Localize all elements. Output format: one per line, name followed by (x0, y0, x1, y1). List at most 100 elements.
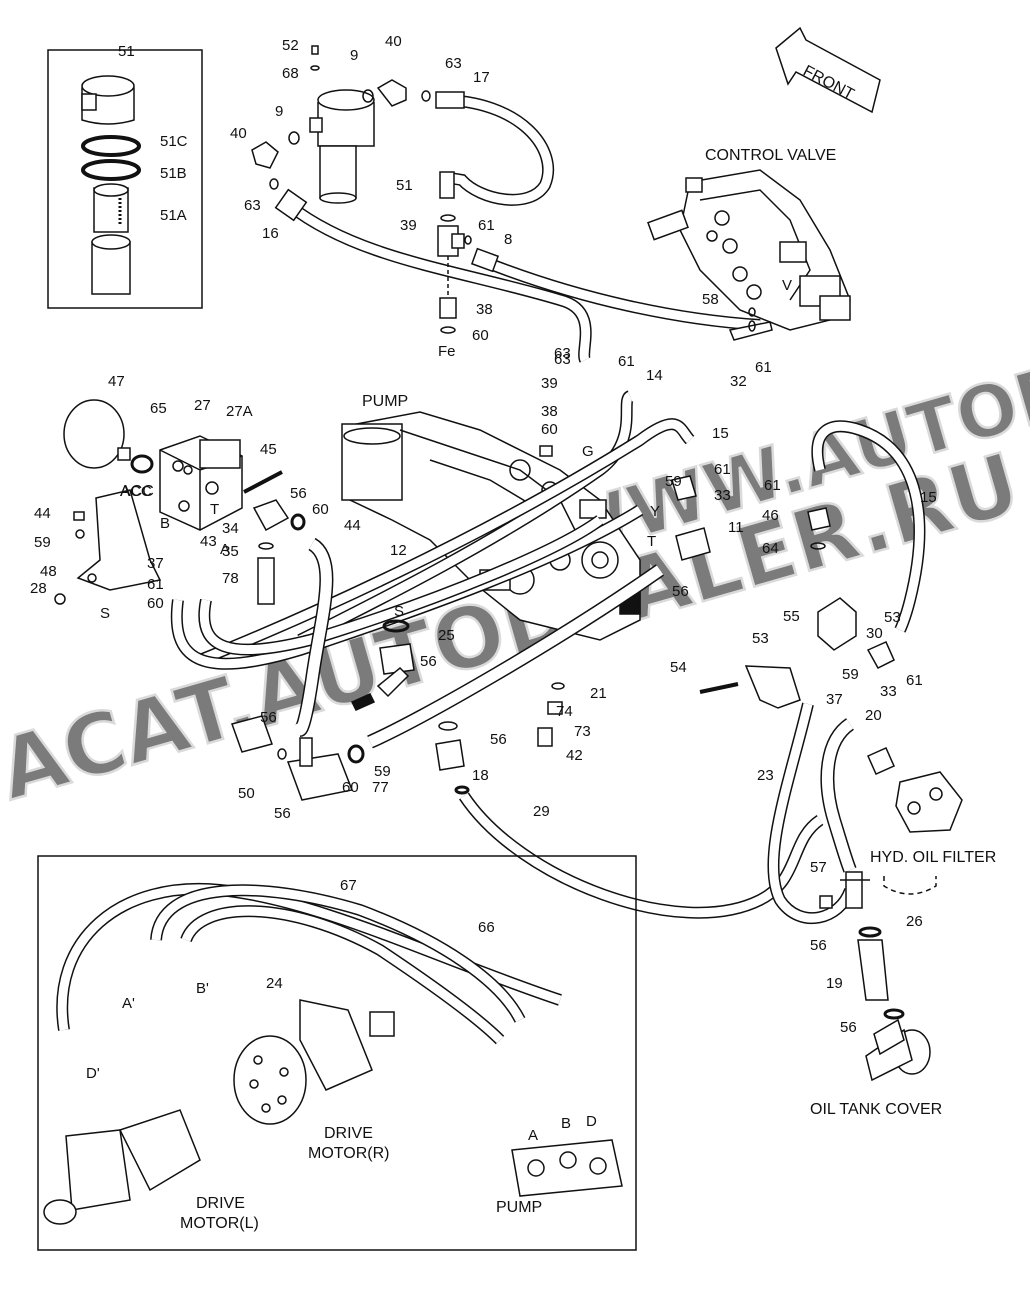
part-label: 60 (541, 421, 558, 438)
part-label: 47 (108, 373, 125, 390)
part-label: 24 (266, 975, 283, 992)
part-label: B (561, 1115, 571, 1132)
return-filter-assembly (251, 45, 431, 204)
part-label: 56 (672, 583, 689, 600)
control-valve-caption: CONTROL VALVE (705, 147, 836, 164)
tee-39-upper (437, 214, 472, 334)
part-label: 78 (222, 570, 239, 587)
pump-caption-bottom: PUMP (496, 1199, 542, 1216)
part-label: 61 (618, 353, 635, 370)
part-label: 50 (238, 785, 255, 802)
part-label: 60 (312, 501, 329, 518)
fittings-21-73-74 (537, 682, 565, 747)
part-label: 64 (762, 540, 779, 557)
part-label: 37 (826, 691, 843, 708)
part-label: 60 (342, 779, 359, 796)
part-label: 55 (783, 608, 800, 625)
part-label: 44 (34, 505, 51, 522)
part-label: 11 (728, 519, 744, 536)
drive-motor-r-caption-1: DRIVE (324, 1125, 373, 1142)
part-label: 43 (200, 533, 217, 550)
part-label: 28 (30, 580, 47, 597)
bracket-28 (54, 489, 162, 605)
part-label: 15 (920, 489, 937, 506)
part-label: 14 (646, 367, 663, 384)
pump-caption-top: PUMP (362, 393, 408, 410)
part-label: 61 (147, 576, 164, 593)
part-label: 29 (533, 803, 550, 820)
fitting-33 (671, 475, 697, 501)
part-label: T (647, 533, 656, 550)
part-label: 18 (472, 767, 489, 784)
pump-port-plate (511, 1139, 623, 1197)
part-label: 51B (160, 165, 187, 182)
part-label: 68 (282, 65, 299, 82)
part-label: 61 (478, 217, 495, 234)
part-label: 57 (810, 859, 827, 876)
part-label: 66 (478, 919, 495, 936)
part-label: 60 (472, 327, 489, 344)
part-label: 65 (150, 400, 167, 417)
part-label: S (100, 605, 110, 622)
part-label: 54 (670, 659, 687, 676)
part-label: 51C (160, 133, 188, 150)
part-label: 23 (757, 767, 774, 784)
oil-tank-cover (865, 1018, 931, 1082)
part-label: D (586, 1113, 597, 1130)
strainer-25 (350, 619, 415, 711)
part-label: 33 (880, 683, 897, 700)
part-label: 27 (194, 397, 211, 414)
hose-19 (857, 926, 905, 1020)
part-label: 20 (865, 707, 882, 724)
front-arrow (775, 26, 881, 114)
part-label: 56 (840, 1019, 857, 1036)
part-label: 44 (344, 517, 361, 534)
part-label: 32 (730, 373, 747, 390)
part-label: S (394, 603, 404, 620)
part-label: 51A (160, 207, 187, 224)
part-label: 15 (712, 425, 729, 442)
part-label: A (220, 541, 230, 558)
part-label: G (582, 443, 594, 460)
part-label: 56 (260, 709, 277, 726)
part-label: 77 (372, 779, 389, 796)
fitting-34 (252, 499, 306, 532)
part-label: 60 (147, 595, 164, 612)
o-ring-65 (130, 454, 154, 474)
part-label: 59 (842, 666, 859, 683)
part-label: T (210, 501, 219, 518)
part-label: V (782, 277, 792, 294)
block-29 (699, 597, 895, 709)
part-label: 30 (866, 625, 883, 642)
acc-caption: ACC (120, 483, 154, 500)
valve-block-27 (159, 435, 283, 531)
part-label: 34 (222, 520, 239, 537)
part-label: 16 (262, 225, 279, 242)
part-label: 56 (290, 485, 307, 502)
tee-26 (819, 871, 870, 909)
part-label: 12 (390, 542, 407, 559)
fitting-11 (675, 527, 711, 561)
fitting-35 (257, 542, 275, 605)
part-label: 48 (40, 563, 57, 580)
drive-motor-r (233, 999, 395, 1125)
part-label: 56 (274, 805, 291, 822)
part-label: B (160, 515, 170, 532)
part-label: 21 (590, 685, 607, 702)
hyd-oil-filter (867, 747, 963, 895)
part-label: 42 (566, 747, 583, 764)
part-label: 9 (275, 103, 283, 120)
part-label: A' (122, 995, 135, 1012)
part-label: 59 (34, 534, 51, 551)
drive-motor-r-caption-2: MOTOR(R) (308, 1145, 389, 1162)
oil-tank-cover-caption: OIL TANK COVER (810, 1101, 942, 1118)
part-label: A (528, 1127, 538, 1144)
part-label: 46 (762, 507, 779, 524)
part-label: Y (650, 503, 660, 520)
part-label: 25 (438, 627, 455, 644)
part-label: 40 (385, 33, 402, 50)
filter-kit-box (47, 49, 203, 309)
part-label: 61 (714, 461, 731, 478)
part-label: 63 (554, 351, 571, 368)
